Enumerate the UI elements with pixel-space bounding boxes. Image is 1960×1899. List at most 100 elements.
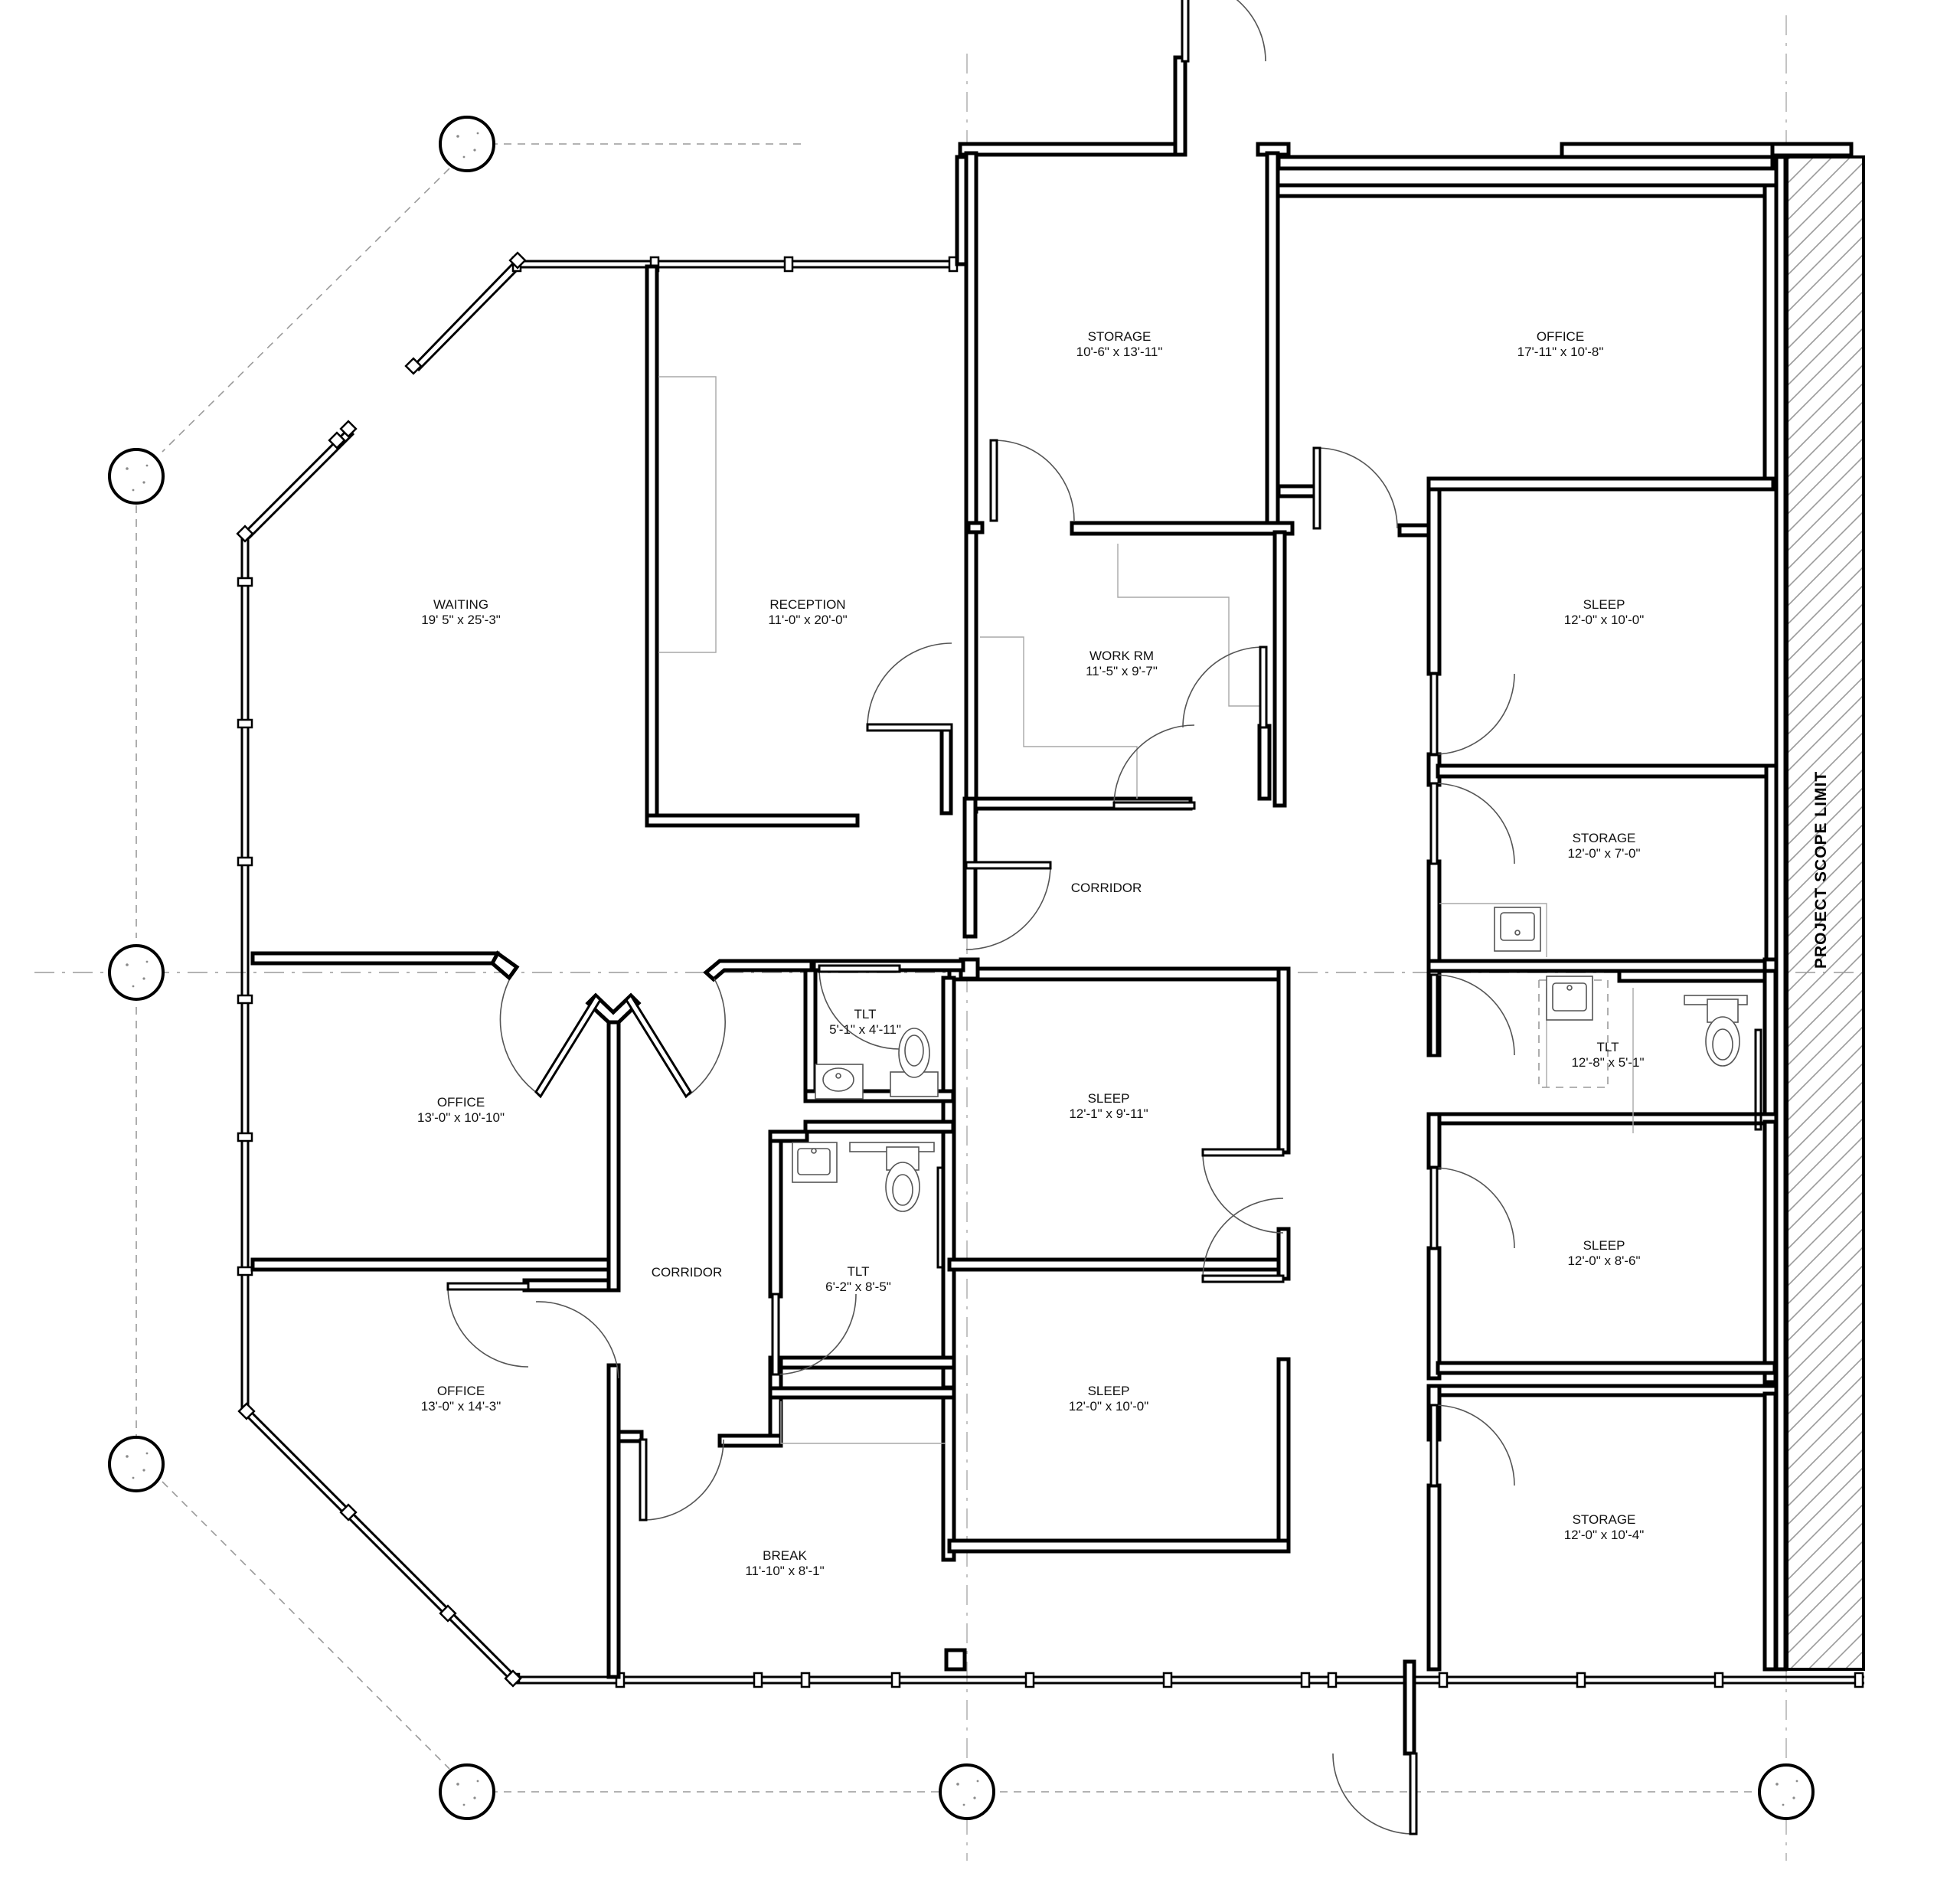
room-size: 12'-0" x 10'-4" <box>1564 1528 1645 1542</box>
room-name: STORAGE <box>1088 329 1152 344</box>
grid-bubble <box>108 448 165 505</box>
room-size: 10'-6" x 13'-11" <box>1076 345 1163 359</box>
grid-bubble <box>108 944 165 1001</box>
door[interactable] <box>1201 1198 1285 1283</box>
room-size: 12'-0" x 8'-6" <box>1567 1253 1640 1268</box>
door[interactable] <box>818 964 901 1050</box>
room-size: 17'-11" x 10'-8" <box>1517 345 1604 359</box>
room-name: TLT <box>848 1264 870 1279</box>
door[interactable] <box>1181 0 1266 63</box>
project-scope-label: PROJECT SCOPE LIMIT <box>1812 771 1830 969</box>
room-name: SLEEP <box>1583 1238 1625 1253</box>
room-size: 12'-1" x 9'-11" <box>1069 1106 1148 1121</box>
grid-bubbles <box>108 116 1815 1820</box>
room-name: CORRIDOR <box>1071 881 1142 895</box>
room-name: OFFICE <box>437 1384 485 1398</box>
door[interactable] <box>1332 1752 1418 1835</box>
scope-hatch <box>1785 155 1865 1671</box>
sink-icon <box>792 1142 838 1183</box>
room-size: 13'-0" x 14'-3" <box>421 1399 501 1414</box>
door[interactable] <box>1112 724 1196 810</box>
walls <box>250 55 1854 1756</box>
door[interactable] <box>1429 1166 1515 1250</box>
room-size: 12'-0" x 10'-0" <box>1069 1399 1149 1414</box>
room-name: WORK RM <box>1089 649 1154 663</box>
double-door[interactable] <box>499 978 726 1099</box>
door[interactable] <box>1429 672 1515 756</box>
grid-bubble <box>1758 1763 1815 1820</box>
room-size: 12'-0" x 10'-0" <box>1564 613 1645 627</box>
room-name: TLT <box>854 1007 877 1021</box>
room-size: 11'-10" x 8'-1" <box>745 1564 824 1578</box>
doors <box>446 0 1515 1835</box>
grid-bubble <box>108 1436 165 1492</box>
door[interactable] <box>1429 1404 1515 1487</box>
room-size: 12'-0" x 7'-0" <box>1567 846 1640 861</box>
door[interactable] <box>446 1282 530 1368</box>
room-size: 6'-2" x 8'-5" <box>825 1280 891 1294</box>
room-name: TLT <box>1597 1040 1619 1054</box>
grid-lines <box>34 15 1868 1861</box>
toilet-icon <box>1684 995 1748 1067</box>
room-details <box>658 376 1762 1444</box>
sink-icon <box>815 1064 864 1100</box>
door[interactable] <box>639 1438 724 1521</box>
room-size: 5'-1" x 4'-11" <box>829 1022 901 1037</box>
room-name: OFFICE <box>1537 329 1584 344</box>
grid-bubble <box>439 1763 495 1820</box>
door[interactable] <box>1182 646 1268 729</box>
door[interactable] <box>989 439 1075 522</box>
door[interactable] <box>1201 1148 1285 1234</box>
room-name: WAITING <box>433 597 488 612</box>
door[interactable] <box>1312 446 1398 530</box>
room-name: SLEEP <box>1088 1384 1130 1398</box>
room-name: SLEEP <box>1088 1091 1130 1106</box>
room-size: 19' 5" x 25'-3" <box>421 613 501 627</box>
room-name: RECEPTION <box>769 597 845 612</box>
room-name: CORRIDOR <box>652 1265 723 1280</box>
grid-bubble <box>439 116 495 172</box>
door[interactable] <box>965 861 1052 950</box>
door[interactable] <box>866 642 953 732</box>
room-name: BREAK <box>763 1548 807 1563</box>
plumbing-fixtures <box>792 907 1748 1212</box>
sink-icon <box>1546 976 1593 1021</box>
room-size: 13'-0" x 10'-10" <box>417 1110 505 1125</box>
room-size: 11'-0" x 20'-0" <box>768 613 847 627</box>
toilet-icon <box>849 1142 935 1212</box>
room-name: STORAGE <box>1573 1512 1636 1527</box>
room-name: SLEEP <box>1583 597 1625 612</box>
grid-bubble <box>939 1763 995 1820</box>
room-label: CORRIDOR <box>652 1265 723 1280</box>
toilet-icon <box>890 1028 939 1097</box>
curtain-wall <box>236 251 1864 1688</box>
room-label: CORRIDOR <box>1071 881 1142 895</box>
door[interactable] <box>1429 782 1515 865</box>
room-size: 12'-8" x 5'-1" <box>1571 1055 1644 1070</box>
sink-icon <box>1494 907 1541 952</box>
double-door[interactable] <box>535 1301 619 1379</box>
door[interactable] <box>771 1293 857 1376</box>
room-name: OFFICE <box>437 1095 485 1110</box>
room-name: STORAGE <box>1573 831 1636 845</box>
room-size: 11'-5" x 9'-7" <box>1086 664 1158 678</box>
door[interactable] <box>1429 973 1515 1057</box>
